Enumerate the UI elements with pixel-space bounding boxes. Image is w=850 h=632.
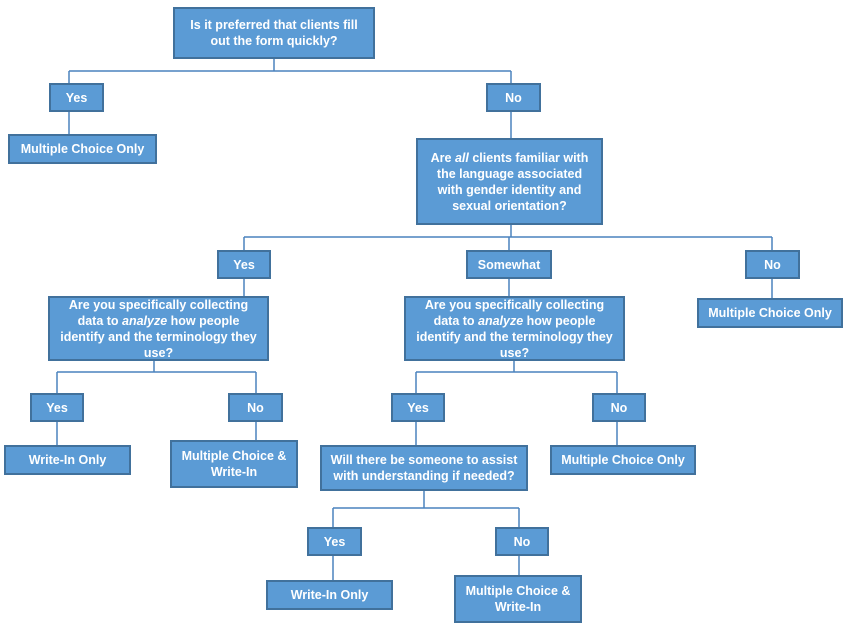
answer-no-label: No bbox=[505, 90, 522, 105]
question-assistance-available: Will there be someone to assist with und… bbox=[320, 445, 528, 491]
answer-yes-analyze: Yes bbox=[391, 393, 445, 422]
answer-no-label: No bbox=[247, 400, 264, 415]
answer-no-form-speed: No bbox=[486, 83, 541, 112]
answer-yes-assistance: Yes bbox=[307, 527, 362, 556]
question-analyze-terminology: Are you specifically collecting data to … bbox=[48, 296, 269, 361]
result-label: Multiple Choice Only bbox=[20, 142, 145, 156]
question-client-familiarity-text: Are all clients familiar with the langua… bbox=[430, 150, 589, 213]
answer-no-label: No bbox=[513, 534, 531, 549]
result-label: Write-In Only bbox=[290, 588, 369, 602]
result-write-in-only: Write-In Only bbox=[266, 580, 393, 610]
result-label: Write-In Only bbox=[28, 453, 107, 467]
question-form-speed-text: Is it preferred that clients fill out th… bbox=[190, 18, 358, 48]
answer-no-familiarity: No bbox=[745, 250, 800, 279]
answer-no-assistance: No bbox=[495, 527, 549, 556]
result-multiple-choice-only: Multiple Choice Only bbox=[550, 445, 696, 475]
answer-yes-familiarity: Yes bbox=[217, 250, 271, 279]
result-multiple-choice-and-write-in: Multiple Choice & Write-In bbox=[454, 575, 582, 623]
question-client-familiarity: Are all clients familiar with the langua… bbox=[416, 138, 603, 225]
answer-no-label: No bbox=[610, 400, 628, 415]
question-analyze-terminology-text: Are you specifically collecting data to … bbox=[416, 297, 613, 360]
question-form-speed: Is it preferred that clients fill out th… bbox=[173, 7, 375, 59]
answer-yes-label: Yes bbox=[65, 90, 88, 105]
answer-somewhat-label: Somewhat bbox=[477, 257, 541, 272]
answer-yes-form-speed: Yes bbox=[49, 83, 104, 112]
answer-yes-label: Yes bbox=[323, 534, 346, 549]
answer-yes-label: Yes bbox=[233, 257, 255, 272]
answer-somewhat-familiarity: Somewhat bbox=[466, 250, 552, 279]
question-analyze-terminology: Are you specifically collecting data to … bbox=[404, 296, 625, 361]
result-multiple-choice-only: Multiple Choice Only bbox=[697, 298, 843, 328]
answer-no-analyze: No bbox=[228, 393, 283, 422]
answer-no-label: No bbox=[764, 257, 781, 272]
question-analyze-terminology-text: Are you specifically collecting data to … bbox=[60, 297, 257, 360]
result-label: Multiple Choice & Write-In bbox=[465, 584, 571, 614]
answer-no-analyze: No bbox=[592, 393, 646, 422]
result-label: Multiple Choice Only bbox=[708, 306, 832, 320]
answer-yes-label: Yes bbox=[407, 400, 429, 415]
result-multiple-choice-and-write-in: Multiple Choice & Write-In bbox=[170, 440, 298, 488]
result-write-in-only: Write-In Only bbox=[4, 445, 131, 475]
result-multiple-choice-only: Multiple Choice Only bbox=[8, 134, 157, 164]
answer-yes-analyze: Yes bbox=[30, 393, 84, 422]
answer-yes-label: Yes bbox=[46, 400, 68, 415]
question-assistance-available-text: Will there be someone to assist with und… bbox=[330, 453, 518, 483]
result-label: Multiple Choice & Write-In bbox=[181, 449, 287, 479]
result-label: Multiple Choice Only bbox=[561, 453, 685, 467]
